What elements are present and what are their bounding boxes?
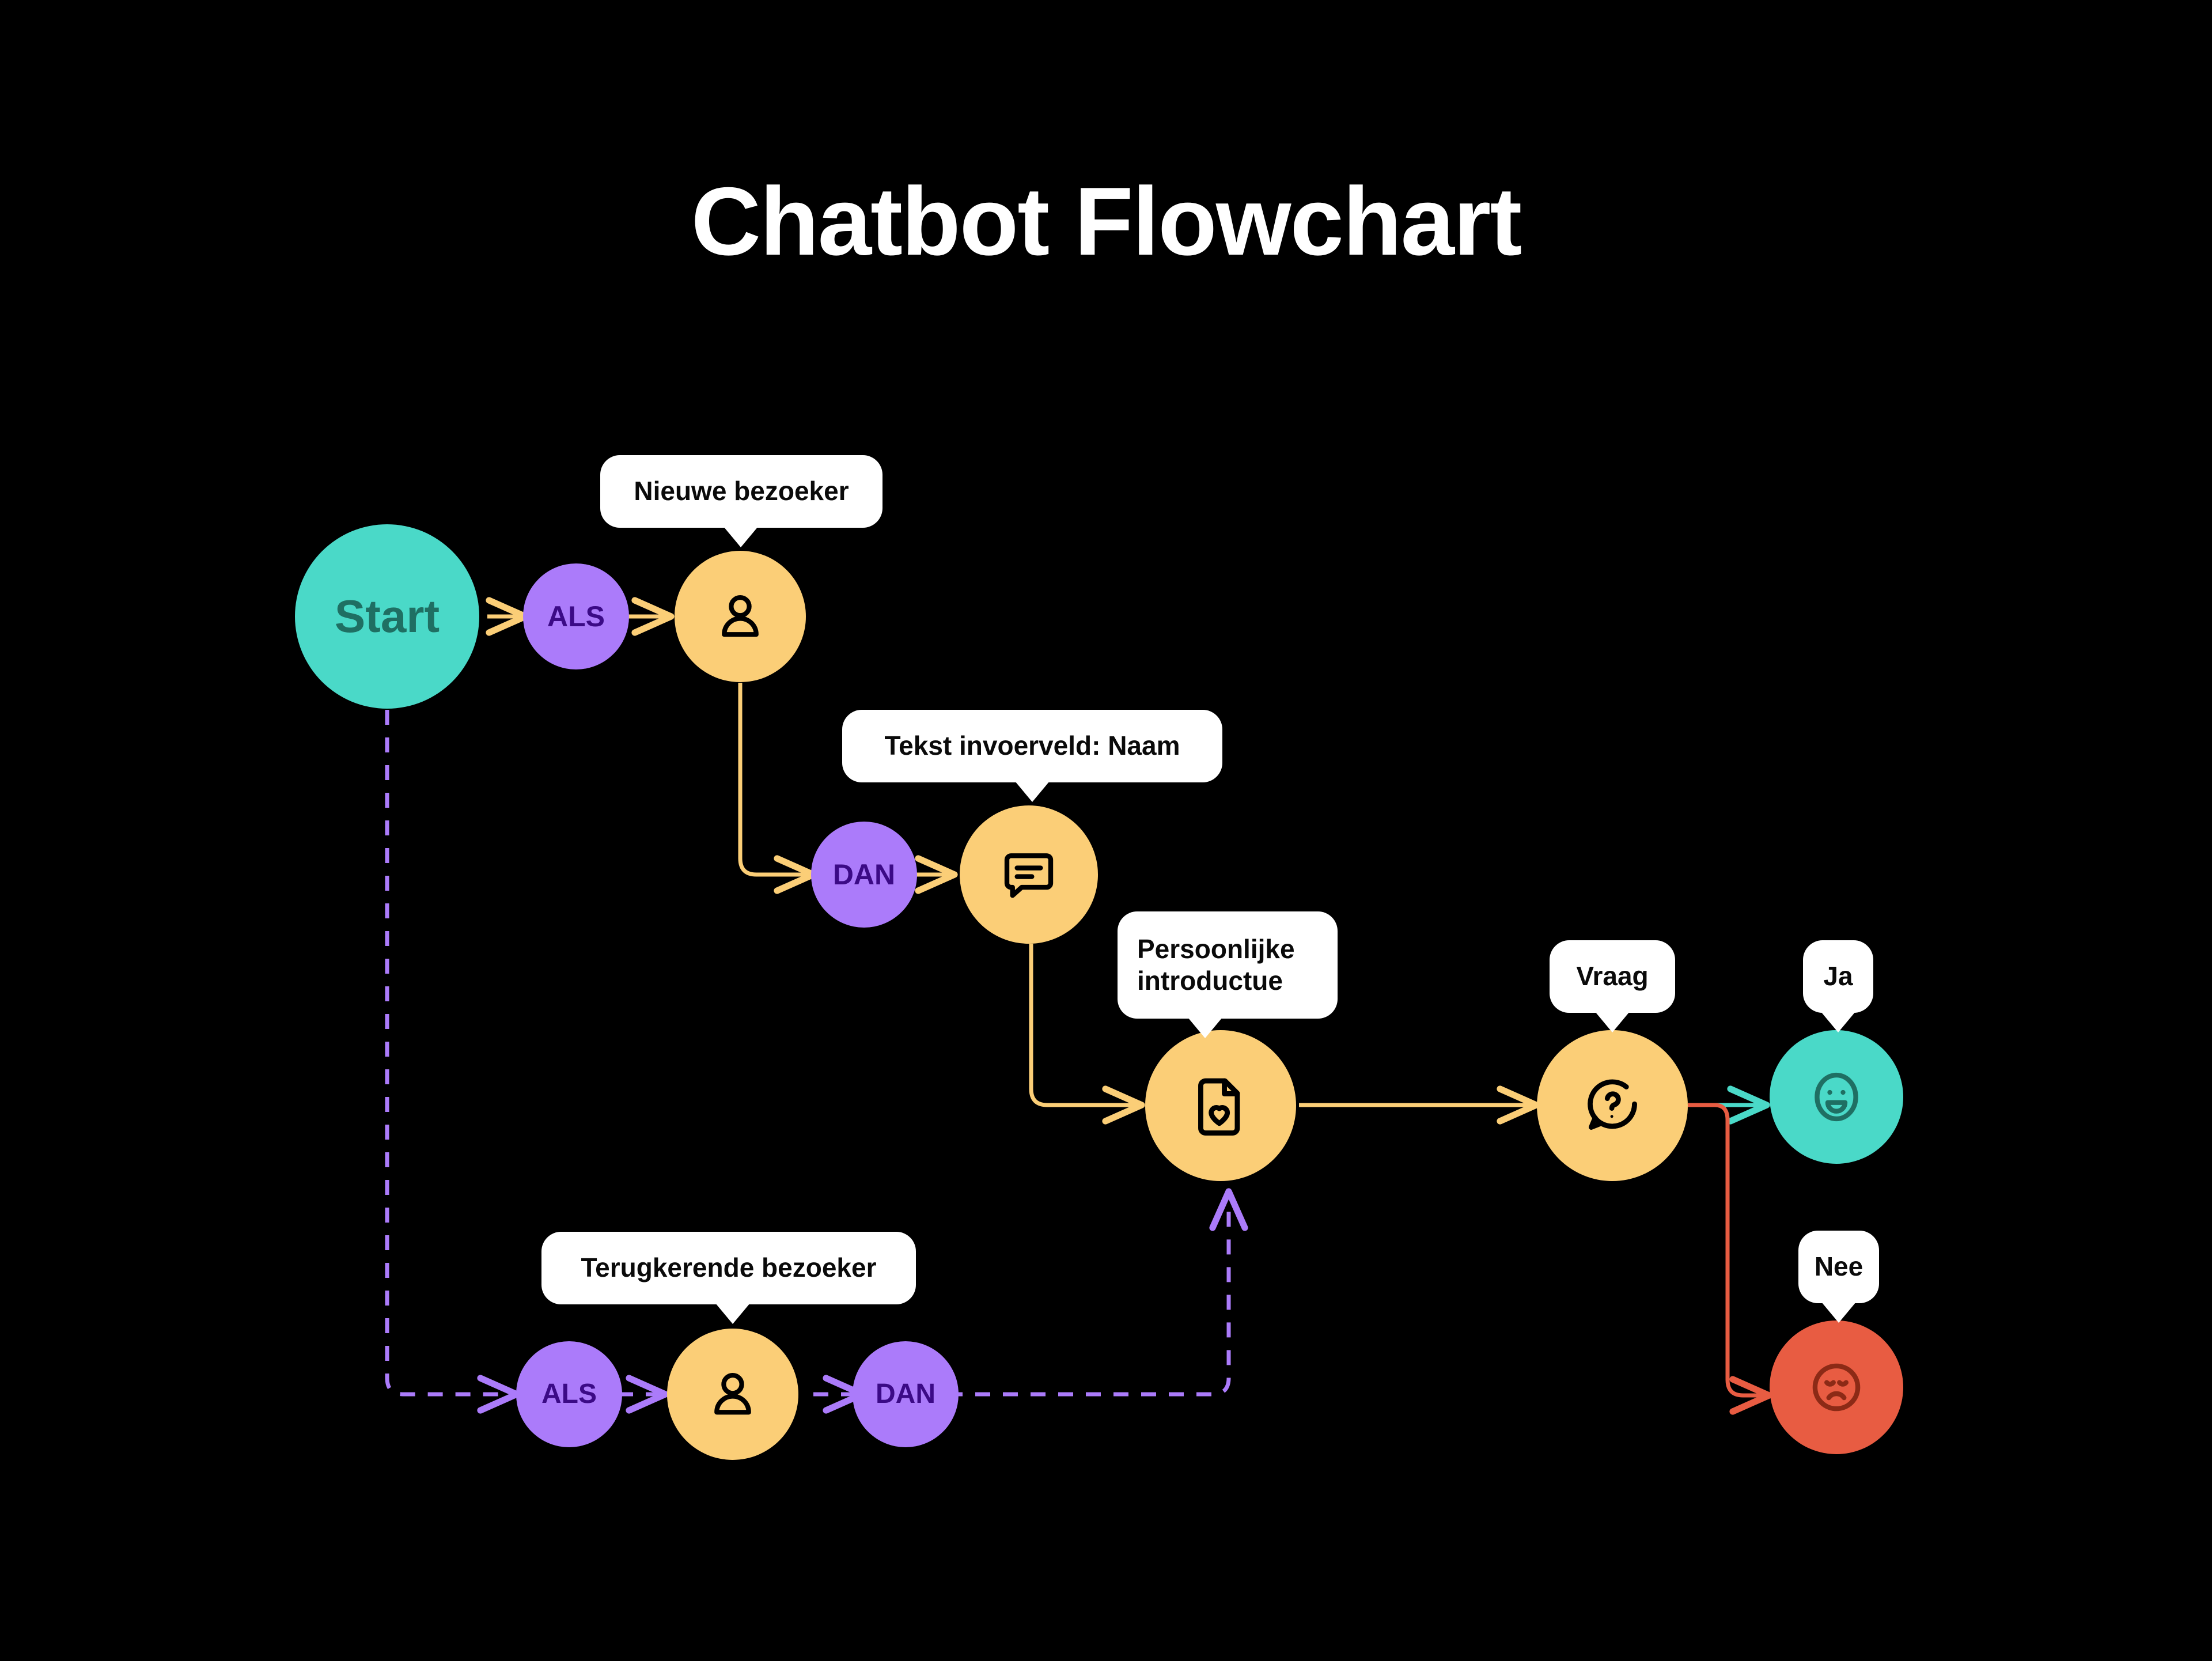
callout-tail — [1821, 1302, 1856, 1323]
node-intro[interactable] — [1145, 1030, 1296, 1181]
callout-new-visitor: Nieuwe bezoeker — [600, 455, 882, 547]
happy-face-icon — [1815, 1072, 1858, 1122]
page-title: Chatbot Flowchart — [691, 167, 1522, 275]
callout-name-field: Tekst invoerveld: Naam — [842, 710, 1222, 802]
callout-name-field-text: Tekst invoerveld: Naam — [884, 731, 1180, 761]
chat-message-icon — [1004, 853, 1054, 898]
edge-name-intro — [1029, 944, 1145, 1125]
callout-new-visitor-text: Nieuwe bezoeker — [634, 476, 849, 506]
person-icon — [722, 595, 759, 637]
node-question[interactable] — [1537, 1030, 1688, 1181]
callout-yes-text: Ja — [1823, 961, 1853, 992]
callout-return-visitor: Terugkerende bezoeker — [541, 1232, 916, 1324]
node-visitor-new[interactable] — [675, 551, 806, 682]
callout-question: Vraag — [1550, 940, 1675, 1032]
callout-intro: Persoonlijke introductue — [1118, 911, 1338, 1038]
node-visitor-return[interactable] — [667, 1329, 798, 1460]
callout-tail — [724, 527, 758, 547]
edge-visitor-dan — [738, 683, 817, 894]
node-yes[interactable] — [1770, 1030, 1903, 1164]
edge-question-no — [1688, 1103, 1772, 1415]
node-als-new[interactable]: ALS — [523, 563, 629, 669]
node-start-label: Start — [334, 591, 440, 642]
callout-tail — [1015, 781, 1050, 802]
node-als-return-label: ALS — [541, 1379, 597, 1409]
callout-tail — [1188, 1017, 1222, 1038]
node-als-return[interactable]: ALS — [516, 1341, 622, 1447]
callout-tail — [1595, 1012, 1630, 1032]
document-heart-icon — [1198, 1078, 1240, 1136]
node-name-input[interactable] — [960, 805, 1098, 944]
question-bubble-icon — [1588, 1079, 1637, 1130]
node-dan-return-label: DAN — [876, 1379, 935, 1409]
callout-intro-text: Persoonlijke introductue — [1137, 933, 1295, 996]
callout-return-visitor-text: Terugkerende bezoeker — [581, 1253, 877, 1283]
callout-no: Nee — [1798, 1231, 1879, 1323]
node-no[interactable] — [1770, 1321, 1903, 1454]
sad-face-icon — [1812, 1363, 1861, 1412]
callout-tail — [715, 1303, 750, 1324]
node-dan-new[interactable]: DAN — [811, 822, 917, 928]
node-dan-return[interactable]: DAN — [853, 1341, 959, 1447]
callout-question-text: Vraag — [1576, 961, 1649, 992]
edge-start-alsreturn — [385, 710, 520, 1414]
person-icon — [714, 1372, 751, 1415]
callout-yes: Ja — [1803, 940, 1873, 1032]
callout-tail — [1821, 1012, 1855, 1032]
node-als-new-label: ALS — [547, 600, 605, 633]
node-start[interactable]: Start — [295, 524, 479, 709]
callout-no-text: Nee — [1814, 1251, 1863, 1282]
edge-danreturn-intro — [948, 1188, 1248, 1397]
node-dan-new-label: DAN — [832, 858, 896, 891]
